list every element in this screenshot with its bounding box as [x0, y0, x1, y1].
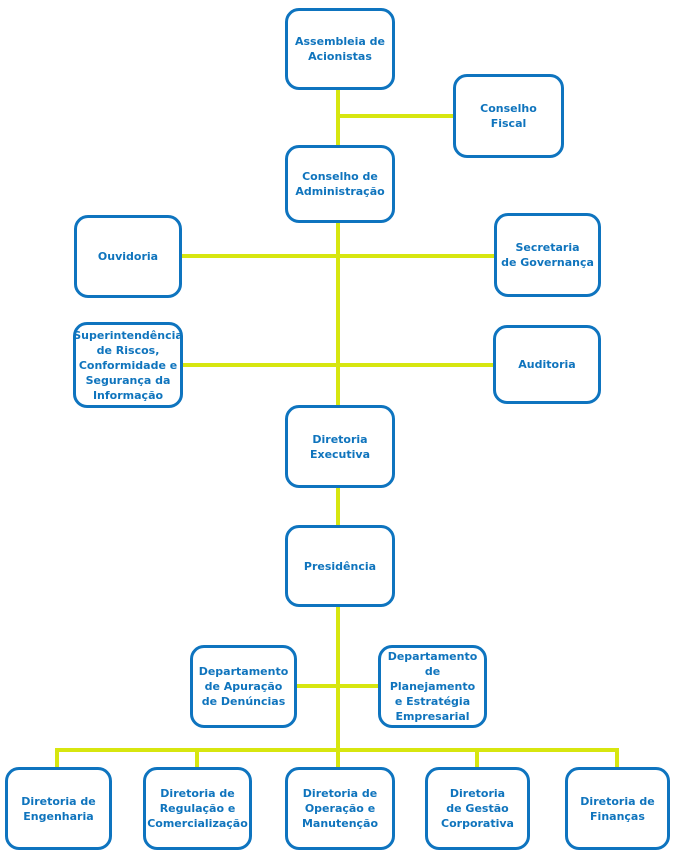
connector-drop-financas: [615, 748, 619, 768]
connector-assembleia-conselho-administracao: [336, 90, 340, 147]
org-node-label: Auditoria: [518, 358, 576, 371]
org-node-assembleia-de-acionistas: Assembleia de Acionistas: [285, 8, 395, 90]
org-node-label: Diretoria Executiva: [309, 432, 371, 461]
org-node-departamento-planejamento-estrategia: Departamento de Planejamento e Estratégi…: [378, 645, 487, 728]
connector-drop-gestao: [475, 748, 479, 768]
connector-superintendencia-auditoria: [182, 363, 493, 367]
org-node-label: Conselho Fiscal: [480, 102, 537, 130]
org-node-label: Departamento de Planejamento e Estratégi…: [387, 650, 478, 723]
org-node-diretoria-executiva: Diretoria Executiva: [285, 405, 395, 488]
connector-diretorias-horizontal: [55, 748, 619, 752]
org-node-ouvidoria: Ouvidoria: [74, 215, 182, 298]
org-node-label: Presidência: [303, 559, 377, 573]
org-node-label: Assembleia de Acionistas: [295, 35, 385, 63]
org-node-label: Diretoria de Gestão Corporativa: [441, 787, 514, 830]
org-node-diretoria-regulacao-comercializacao: Diretoria de Regulação e Comercialização: [143, 767, 252, 850]
org-node-departamento-apuracao-denuncias: Departamento de Apuração de Denúncias: [190, 645, 297, 728]
org-node-label: Conselho de Administração: [295, 170, 385, 198]
connector-ouvidoria-secretaria-governanca: [181, 254, 494, 258]
connector-drop-regulacao: [195, 748, 199, 768]
org-node-diretoria-operacao-manutencao: Diretoria de Operação e Manutenção: [285, 767, 395, 850]
org-node-label: Diretoria de Finanças: [580, 794, 655, 823]
connector-assembleia-conselho-fiscal: [336, 114, 453, 118]
org-node-diretoria-gestao-corporativa: Diretoria de Gestão Corporativa: [425, 767, 530, 850]
org-node-label: Secretaria de Governança: [501, 241, 594, 269]
org-node-label: Departamento de Apuração de Denúncias: [198, 665, 289, 708]
connector-diretoria-executiva-presidencia: [336, 487, 340, 527]
connector-conselho-administracao-diretoria-executiva: [336, 221, 340, 407]
org-node-label: Diretoria de Regulação e Comercialização: [147, 787, 248, 830]
org-node-secretaria-de-governanca: Secretaria de Governança: [494, 213, 601, 297]
org-node-diretoria-engenharia: Diretoria de Engenharia: [5, 767, 112, 850]
org-node-superintendencia-riscos-conformidade-seguranca: Superintendência de Riscos, Conformidade…: [73, 322, 183, 408]
org-node-diretoria-financas: Diretoria de Finanças: [565, 767, 670, 850]
org-node-conselho-fiscal: Conselho Fiscal: [453, 74, 564, 158]
org-node-conselho-de-administracao: Conselho de Administração: [285, 145, 395, 223]
org-node-label: Diretoria de Engenharia: [21, 794, 96, 823]
org-node-auditoria: Auditoria: [493, 325, 601, 404]
org-node-presidencia: Presidência: [285, 525, 395, 607]
org-node-label: Ouvidoria: [97, 250, 159, 263]
org-node-label: Diretoria de Operação e Manutenção: [301, 787, 379, 830]
org-node-label: Superintendência de Riscos, Conformidade…: [73, 328, 183, 402]
connector-departamentos: [296, 684, 379, 688]
connector-drop-engenharia: [55, 748, 59, 768]
